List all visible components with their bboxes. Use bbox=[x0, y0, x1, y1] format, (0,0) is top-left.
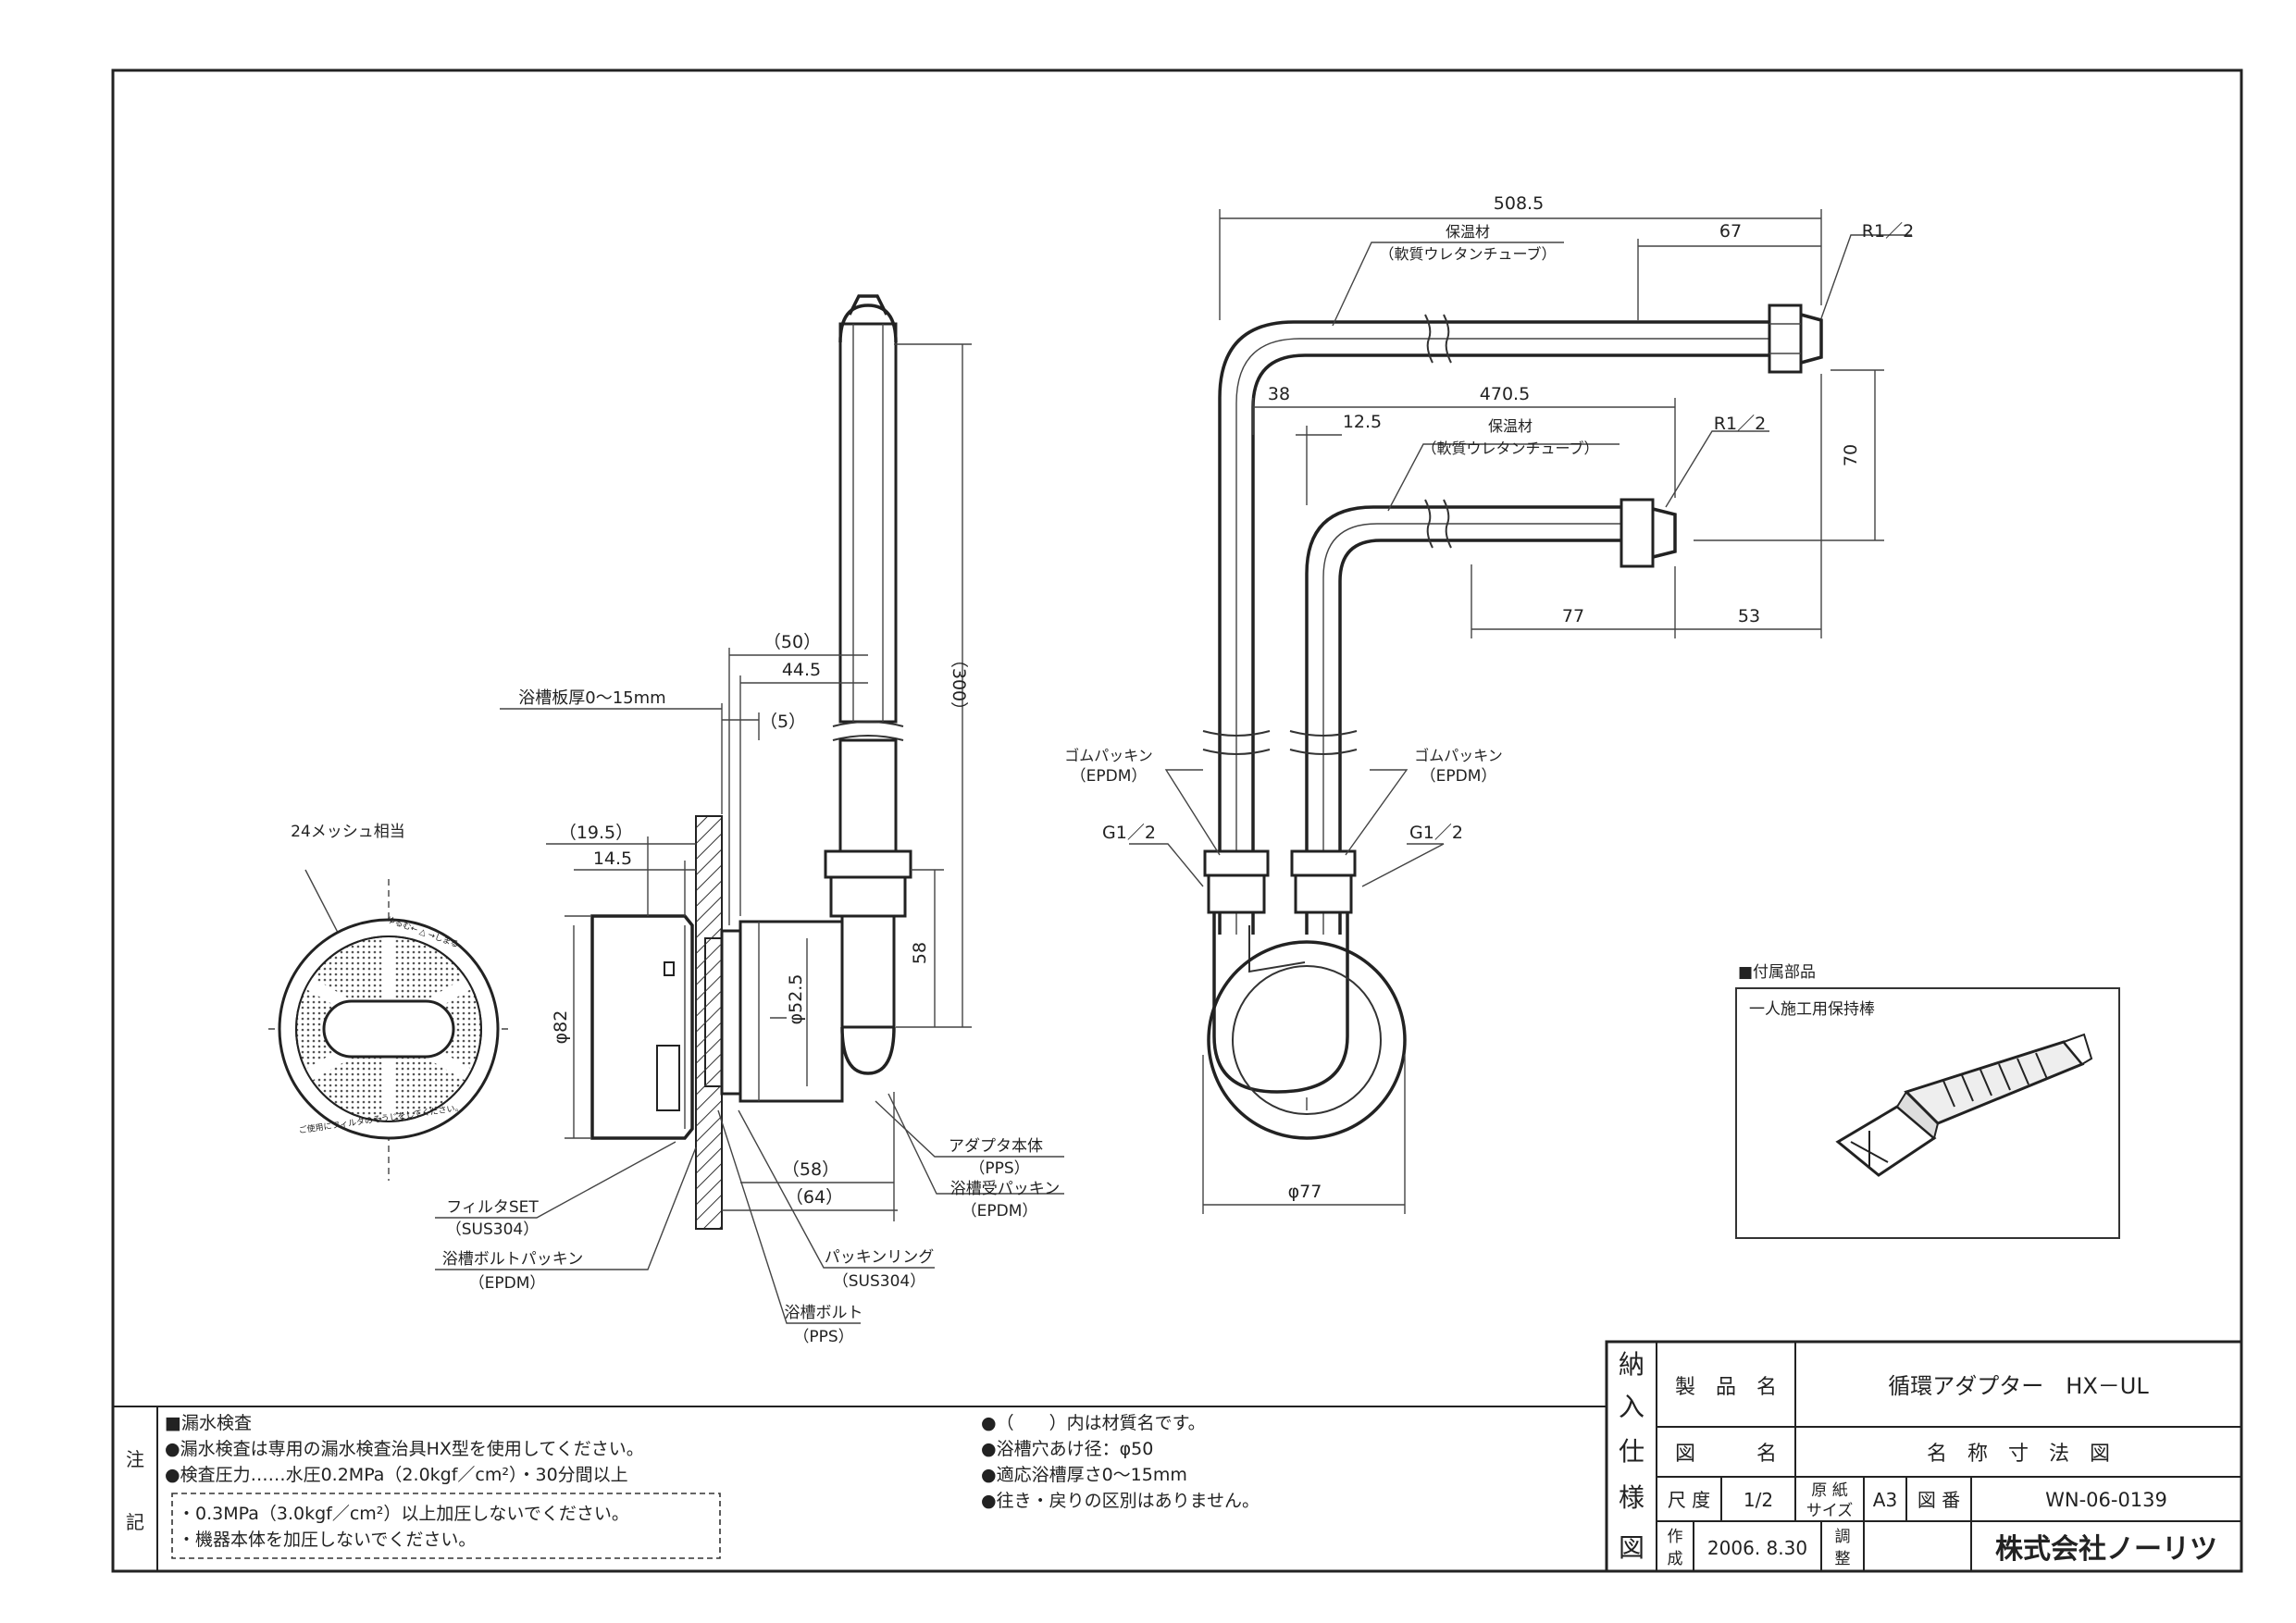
sheet-border bbox=[111, 68, 2243, 1573]
product-name-label: 製 品 名 bbox=[1675, 1376, 1777, 1399]
note-right-3: ●適応浴槽厚さ0～15mm bbox=[981, 1465, 1187, 1485]
g12-left-label: G1／2 bbox=[1102, 823, 1156, 843]
dim-r12-top: R1／2 bbox=[1862, 221, 1914, 242]
title-vertical-3: 仕 bbox=[1619, 1436, 1644, 1467]
dim-64-paren: （64） bbox=[786, 1187, 843, 1208]
made-label-1: 作 bbox=[1668, 1528, 1683, 1546]
bolt-gasket-label: 浴槽ボルトパッキン bbox=[442, 1250, 584, 1269]
insulation-top-material: （軟質ウレタンチューブ） bbox=[1379, 245, 1556, 263]
note-right-2: ●浴槽穴あけ径：φ50 bbox=[981, 1439, 1153, 1459]
drawing-name-label: 図 名 bbox=[1675, 1443, 1777, 1466]
filter-face-view: ゆるむ← △ →しまる ご使用にフィルタのそうじをしてください。 bbox=[268, 879, 509, 1181]
accessory-item-label: 一人施工用保持棒 bbox=[1749, 1000, 1875, 1019]
dim-14-5: 14.5 bbox=[593, 849, 632, 869]
notes-side-label-1: 注 bbox=[126, 1448, 144, 1470]
note-right-1: ●（ ）内は材質名です。 bbox=[981, 1413, 1206, 1433]
gasket-left-material: （EPDM） bbox=[1071, 767, 1148, 786]
paper-size-label-1: 原 紙 bbox=[1811, 1481, 1847, 1500]
accessory-header: ■付属部品 bbox=[1738, 963, 1816, 982]
holding-rod-illustration bbox=[1835, 1033, 2093, 1177]
title-vertical-5: 図 bbox=[1619, 1532, 1644, 1563]
dim-300: （300） bbox=[949, 650, 969, 719]
dim-44-5: 44.5 bbox=[782, 660, 821, 680]
side-dimensions bbox=[304, 343, 1064, 1324]
title-block: 納 入 仕 様 図 製 品 名 循環アダプター HX－UL 図 名 名 称 寸 … bbox=[1605, 1340, 2243, 1573]
dim-phi-52-5: φ52.5 bbox=[786, 974, 806, 1025]
dim-58: 58 bbox=[910, 942, 930, 964]
gasket-right-material: （EPDM） bbox=[1421, 767, 1497, 786]
insulation-top-label: 保温材 bbox=[1446, 223, 1490, 241]
filter-set-material: （SUS304） bbox=[446, 1220, 539, 1239]
check-label-1: 調 bbox=[1835, 1528, 1851, 1546]
g12-right-label: G1／2 bbox=[1409, 823, 1463, 843]
bolt-gasket-material: （EPDM） bbox=[469, 1274, 546, 1293]
drawing-number-label: 図 番 bbox=[1917, 1489, 1960, 1511]
tub-plate-thickness-label: 浴槽板厚0～15mm bbox=[518, 688, 665, 708]
paper-size-label-2: サイズ bbox=[1806, 1502, 1854, 1520]
notes-side-label-2: 記 bbox=[126, 1511, 144, 1533]
dim-38: 38 bbox=[1268, 384, 1290, 404]
dim-77: 77 bbox=[1562, 606, 1584, 626]
company-name: 株式会社ノーリツ bbox=[1995, 1533, 2217, 1566]
dim-67: 67 bbox=[1719, 221, 1742, 242]
made-date: 2006. 8.30 bbox=[1707, 1537, 1807, 1559]
side-dim-labels: （50） 44.5 浴槽板厚0～15mm （5） （300） （19.5） 14… bbox=[291, 632, 1060, 1346]
title-vertical-4: 様 bbox=[1619, 1482, 1644, 1513]
packing-ring-label: パッキンリング bbox=[825, 1248, 935, 1267]
made-label-2: 成 bbox=[1668, 1550, 1683, 1568]
scale-label: 尺 度 bbox=[1668, 1489, 1710, 1511]
dim-12-5: 12.5 bbox=[1343, 412, 1382, 432]
front-dim-labels: 508.5 67 R1／2 保温材 （軟質ウレタンチューブ） 38 470.5 … bbox=[1064, 193, 1914, 1202]
packing-ring-material: （SUS304） bbox=[833, 1272, 925, 1291]
title-vertical-1: 納 bbox=[1619, 1349, 1644, 1380]
tub-bolt-label: 浴槽ボルト bbox=[785, 1304, 863, 1322]
dim-50: （50） bbox=[763, 632, 821, 652]
note-left-2: ●漏水検査は専用の漏水検査治具HX型を使用してください。 bbox=[165, 1439, 644, 1459]
insulation-bottom-label: 保温材 bbox=[1488, 417, 1533, 435]
adapter-body-label: アダプタ本体 bbox=[949, 1137, 1043, 1156]
dim-53: 53 bbox=[1738, 606, 1760, 626]
mesh-label: 24メッシュ相当 bbox=[291, 823, 405, 841]
product-name-value: 循環アダプター HX－UL bbox=[1888, 1373, 2149, 1399]
check-label-2: 整 bbox=[1835, 1550, 1851, 1568]
adapter-body-material: （PPS） bbox=[969, 1159, 1029, 1178]
side-view bbox=[590, 294, 912, 1230]
dim-5: （5） bbox=[760, 712, 806, 732]
dim-508-5: 508.5 bbox=[1494, 193, 1544, 214]
note-boxed-2: ・機器本体を加圧しないでください。 bbox=[178, 1530, 476, 1550]
title-vertical-2: 入 bbox=[1619, 1392, 1644, 1422]
front-dimensions bbox=[1129, 209, 1912, 1214]
note-boxed-1: ・0.3MPa（3.0kgf／cm²）以上加圧しないでください。 bbox=[178, 1504, 629, 1524]
accessory-box: ■付属部品 一人施工用保持棒 bbox=[1735, 963, 2120, 1239]
dim-phi-82: φ82 bbox=[551, 1010, 571, 1045]
drawing-number-value: WN-06-0139 bbox=[2045, 1489, 2167, 1511]
notes-boxed-frame bbox=[171, 1493, 721, 1559]
insulation-bottom-material: （軟質ウレタンチューブ） bbox=[1421, 440, 1598, 457]
tub-gasket-label: 浴槽受パッキン bbox=[950, 1180, 1061, 1198]
note-left-1: ■漏水検査 bbox=[165, 1413, 252, 1433]
tub-bolt-material: （PPS） bbox=[793, 1328, 853, 1346]
gasket-left-label: ゴムパッキン bbox=[1064, 747, 1153, 764]
drawing-name-value: 名 称 寸 法 図 bbox=[1927, 1443, 2110, 1466]
dim-470-5: 470.5 bbox=[1480, 384, 1530, 404]
dim-70: 70 bbox=[1841, 444, 1861, 466]
dim-phi-77: φ77 bbox=[1288, 1182, 1322, 1202]
gasket-right-label: ゴムパッキン bbox=[1414, 747, 1503, 764]
note-left-3: ●検査圧力……水圧0.2MPa（2.0kgf／cm²）・30分間以上 bbox=[165, 1465, 628, 1485]
notes-section: 注 記 ■漏水検査 ●漏水検査は専用の漏水検査治具HX型を使用してください。 ●… bbox=[113, 1406, 1607, 1571]
note-right-4: ●往き・戻りの区別はありません。 bbox=[981, 1491, 1260, 1511]
dim-r12-bottom: R1／2 bbox=[1714, 414, 1766, 434]
dim-58-paren: （58） bbox=[782, 1159, 839, 1180]
paper-size-value: A3 bbox=[1873, 1489, 1897, 1511]
filter-set-label: フィルタSET bbox=[446, 1198, 539, 1217]
scale-value: 1/2 bbox=[1744, 1489, 1773, 1511]
dim-19-5: （19.5） bbox=[559, 823, 633, 843]
tub-gasket-material: （EPDM） bbox=[962, 1202, 1038, 1220]
